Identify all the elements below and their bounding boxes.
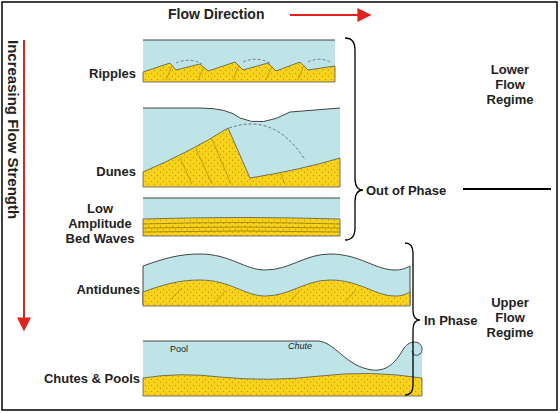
water-surface bbox=[143, 341, 422, 370]
phase-label: Out of Phase bbox=[366, 183, 446, 198]
sand-bed bbox=[143, 62, 335, 82]
sand-bed bbox=[143, 218, 340, 237]
water bbox=[143, 254, 410, 305]
panel-annotation: Pool bbox=[170, 344, 188, 354]
cross-bedding bbox=[166, 65, 304, 80]
bedform-label: Dunes bbox=[40, 164, 136, 179]
water-surface bbox=[143, 40, 335, 41]
bedform-label: Ripples bbox=[40, 66, 136, 81]
ripples-panel bbox=[143, 40, 335, 82]
regime-divider bbox=[463, 188, 551, 190]
bedform-label: Chutes & Pools bbox=[30, 371, 140, 386]
bedform-label: Antidunes bbox=[40, 282, 140, 297]
bed-waves-panel bbox=[143, 198, 340, 236]
chutes-pools-panel bbox=[143, 341, 422, 396]
flow-strength-label: Increasing Flow Strength bbox=[5, 40, 22, 219]
eddy-line bbox=[176, 59, 332, 64]
sand-bed bbox=[143, 128, 340, 187]
eddy-line bbox=[229, 124, 305, 160]
antidunes-panel bbox=[143, 254, 410, 306]
bedform-label: Low Amplitude Bed Waves bbox=[55, 201, 145, 246]
sand-bed bbox=[143, 373, 422, 396]
phase-label: In Phase bbox=[424, 313, 477, 328]
strength-arrow bbox=[23, 40, 25, 330]
water bbox=[143, 198, 340, 220]
panel-annotation: Chute bbox=[288, 341, 312, 351]
outer-frame bbox=[2, 2, 557, 410]
water-surface bbox=[143, 198, 340, 199]
flow-direction-label: Flow Direction bbox=[168, 7, 264, 22]
water bbox=[143, 108, 340, 186]
regime-label: Lower Flow Regime bbox=[480, 62, 540, 107]
cross-bedding bbox=[180, 139, 285, 184]
out-of-phase-brace bbox=[345, 38, 363, 240]
sand-bed bbox=[143, 280, 410, 306]
lamination bbox=[143, 223, 340, 233]
regime-label: Upper Flow Regime bbox=[480, 295, 540, 340]
flow-arrow bbox=[290, 14, 370, 16]
water bbox=[143, 341, 422, 395]
dunes-panel bbox=[143, 108, 340, 187]
water-surface bbox=[143, 108, 340, 122]
cross-bedding bbox=[170, 288, 356, 302]
in-phase-brace bbox=[405, 243, 420, 395]
